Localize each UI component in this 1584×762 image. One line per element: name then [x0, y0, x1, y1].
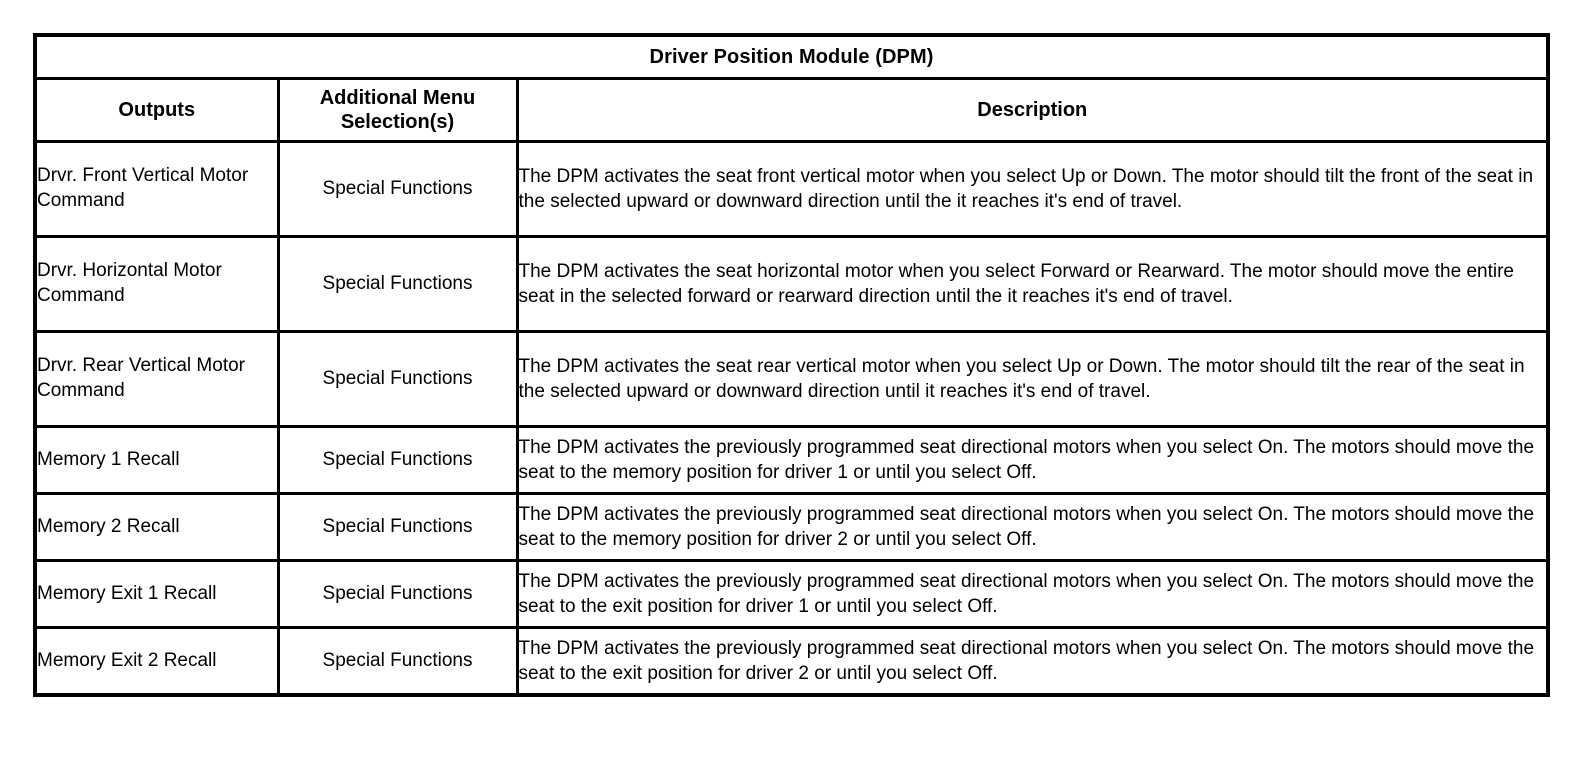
- cell-menu-selection: Special Functions: [276, 559, 519, 629]
- cell-output: Memory Exit 2 Recall: [33, 626, 280, 697]
- cell-menu-selection: Special Functions: [276, 330, 519, 428]
- column-header-menu-line-1: Additional Menu: [319, 86, 476, 109]
- cell-output: Memory 1 Recall: [33, 425, 280, 495]
- cell-description: The DPM activates the seat rear vertical…: [515, 330, 1550, 428]
- table-row: Drvr. Horizontal Motor Command Special F…: [33, 235, 1550, 333]
- table-row: Memory Exit 2 Recall Special Functions T…: [33, 626, 1550, 697]
- cell-output: Drvr. Front Vertical Motor Command: [33, 140, 280, 238]
- dpm-outputs-table: Driver Position Module (DPM) Outputs Add…: [33, 33, 1551, 697]
- cell-output: Memory 2 Recall: [33, 492, 280, 562]
- table-title: Driver Position Module (DPM): [33, 33, 1550, 80]
- table-row: Memory 1 Recall Special Functions The DP…: [33, 425, 1550, 495]
- column-header-outputs: Outputs: [33, 77, 280, 143]
- cell-description: The DPM activates the previously program…: [515, 425, 1550, 495]
- cell-menu-selection: Special Functions: [276, 492, 519, 562]
- table-row: Memory 2 Recall Special Functions The DP…: [33, 492, 1550, 562]
- table-row: Memory Exit 1 Recall Special Functions T…: [33, 559, 1550, 629]
- cell-description: The DPM activates the previously program…: [515, 559, 1550, 629]
- cell-description: The DPM activates the seat horizontal mo…: [515, 235, 1550, 333]
- table-row: Drvr. Rear Vertical Motor Command Specia…: [33, 330, 1550, 428]
- cell-output: Memory Exit 1 Recall: [33, 559, 280, 629]
- cell-description: The DPM activates the previously program…: [515, 492, 1550, 562]
- column-header-description: Description: [515, 77, 1550, 143]
- table-title-row: Driver Position Module (DPM): [33, 33, 1550, 80]
- cell-menu-selection: Special Functions: [276, 626, 519, 697]
- cell-menu-selection: Special Functions: [276, 235, 519, 333]
- table-header-row: Outputs Additional Menu Selection(s) Des…: [33, 77, 1550, 143]
- column-header-menu-line-2: Selection(s): [340, 111, 455, 133]
- cell-menu-selection: Special Functions: [276, 140, 519, 238]
- cell-description: The DPM activates the seat front vertica…: [515, 140, 1550, 238]
- cell-menu-selection: Special Functions: [276, 425, 519, 495]
- table-row: Drvr. Front Vertical Motor Command Speci…: [33, 140, 1550, 238]
- cell-description: The DPM activates the previously program…: [515, 626, 1550, 697]
- cell-output: Drvr. Horizontal Motor Command: [33, 235, 280, 333]
- column-header-additional-menu-selection: Additional Menu Selection(s): [276, 77, 519, 143]
- cell-output: Drvr. Rear Vertical Motor Command: [33, 330, 280, 428]
